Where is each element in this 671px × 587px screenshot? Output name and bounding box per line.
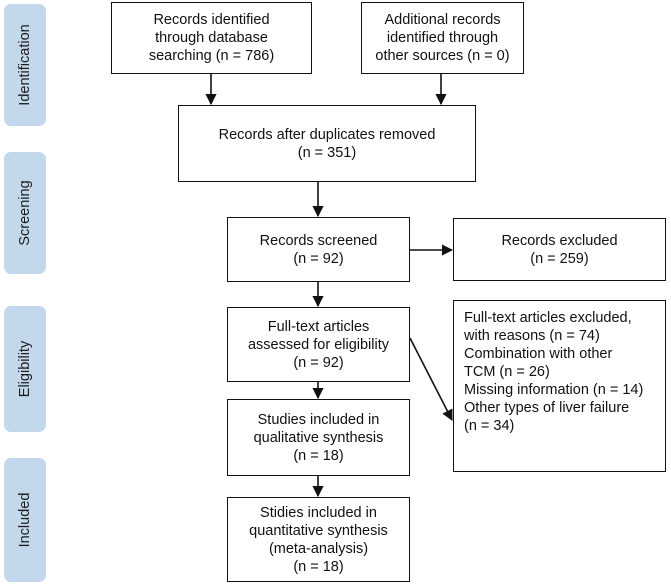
box-records-excluded-line: (n = 259) — [530, 250, 589, 267]
box-fulltext-assessed-line: (n = 92) — [293, 354, 344, 371]
box-fulltext-excluded-line: (n = 34) — [464, 418, 515, 434]
box-fulltext-excluded-line: Combination with other — [464, 346, 613, 362]
box-other-sources: Additional records identified through ot… — [361, 2, 524, 74]
box-fulltext-excluded-line: Missing information (n = 14) — [464, 382, 644, 398]
arrow-fulltext-to-excluded — [409, 337, 453, 421]
box-quantitative-synthesis-line: (meta-analysis) — [268, 540, 369, 557]
box-database-records-line: through database — [155, 30, 268, 46]
box-other-sources-line: Additional records — [384, 12, 501, 28]
box-after-duplicates-line: (n = 351) — [297, 144, 357, 161]
box-fulltext-excluded-line: Full-text articles excluded, — [464, 310, 632, 326]
box-qualitative-synthesis-line: qualitative synthesis — [253, 429, 384, 446]
box-quantitative-synthesis-line: quantitative synthesis — [249, 522, 388, 539]
phase-screening: Screening — [4, 152, 46, 274]
box-fulltext-assessed-line: assessed for eligibility — [247, 336, 390, 353]
box-other-sources-line: other sources (n = 0) — [375, 48, 510, 64]
phase-identification: Identification — [4, 4, 46, 126]
box-fulltext-excluded: Full-text articles excluded, with reason… — [453, 300, 666, 472]
box-qualitative-synthesis: Studies included in qualitative synthesi… — [227, 399, 410, 476]
box-fulltext-assessed: Full-text articles assessed for eligibil… — [227, 307, 410, 382]
box-quantitative-synthesis: Stidies included in quantitative synthes… — [227, 497, 410, 582]
box-records-screened: Records screened (n = 92) — [227, 217, 410, 282]
box-records-excluded: Records excluded (n = 259) — [453, 218, 666, 281]
box-fulltext-excluded-line: Other types of liver failure — [464, 400, 630, 416]
box-database-records: Records identified through database sear… — [111, 2, 312, 74]
box-records-excluded-line: Records excluded — [501, 232, 618, 249]
box-other-sources-line: identified through — [386, 30, 499, 46]
phase-eligibility: Eligibility — [4, 306, 46, 432]
box-records-screened-line: Records screened — [259, 232, 378, 249]
box-records-screened-line: (n = 92) — [293, 250, 344, 267]
box-database-records-line: Records identified — [153, 12, 270, 28]
box-database-records-line: searching (n = 786) — [148, 48, 275, 64]
box-fulltext-excluded-line: TCM (n = 26) — [464, 364, 550, 380]
box-quantitative-synthesis-line: (n = 18) — [293, 558, 344, 575]
phase-included: Included — [4, 458, 46, 582]
box-quantitative-synthesis-line: Stidies included in — [260, 504, 377, 521]
box-fulltext-assessed-line: Full-text articles — [267, 318, 370, 335]
box-after-duplicates: Records after duplicates removed (n = 35… — [178, 105, 476, 182]
box-after-duplicates-line: Records after duplicates removed — [218, 126, 436, 143]
box-qualitative-synthesis-line: (n = 18) — [293, 447, 344, 464]
box-qualitative-synthesis-line: Studies included in — [257, 411, 380, 428]
box-fulltext-excluded-line: with reasons (n = 74) — [464, 328, 600, 344]
